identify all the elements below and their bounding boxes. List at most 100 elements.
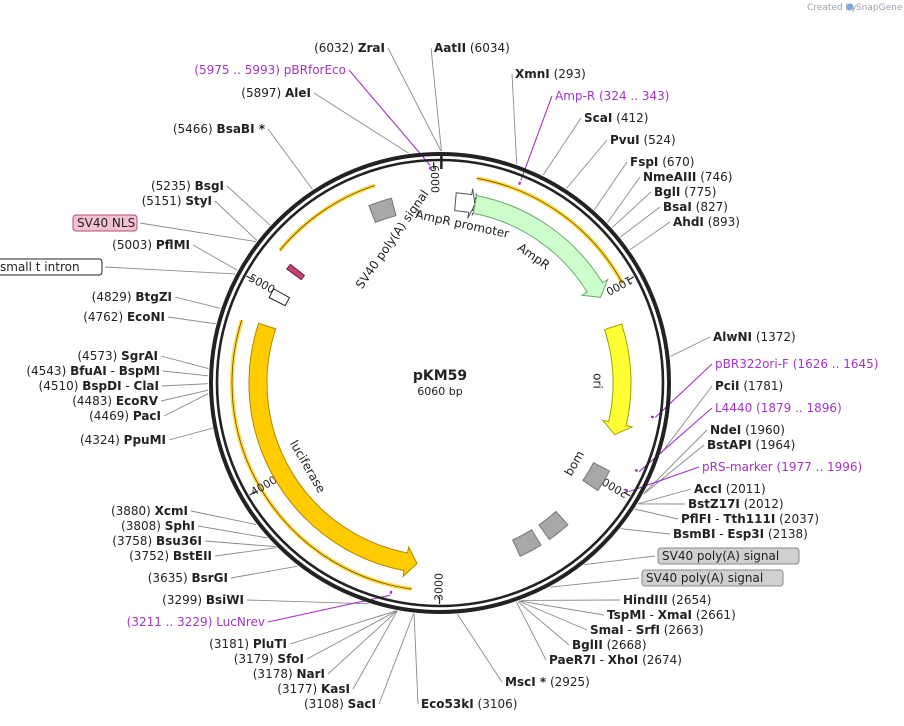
- site-bsmbi[interactable]: BsmBI - Esp3I (2138): [673, 527, 808, 541]
- site-tspmi[interactable]: TspMI - XmaI (2661): [607, 608, 736, 622]
- lucnrev-name: LucNrev: [216, 615, 265, 629]
- xcmi-name: XcmI: [155, 504, 188, 518]
- pbr322ori-label: pBR322ori-F (1626 .. 1645): [715, 357, 878, 371]
- feature-luciferase[interactable]: [248, 322, 418, 578]
- bsteii-name: BstEII: [173, 549, 212, 563]
- bsgi-position: (5235): [151, 179, 195, 193]
- site-styi[interactable]: (5151) StyI: [142, 194, 212, 208]
- pbrforeco-label: (5975 .. 5993) pBRforEco: [194, 63, 346, 77]
- site-zrai[interactable]: (6032) ZraI: [314, 41, 385, 55]
- leader-sphi: [197, 525, 268, 539]
- site-paci[interactable]: (4469) PacI: [89, 409, 161, 423]
- site-scai[interactable]: ScaI (412): [584, 111, 648, 125]
- site-sv40pa-2[interactable]: SV40 poly(A) signal: [641, 569, 784, 587]
- site-btgzi[interactable]: (4829) BtgZI: [92, 290, 172, 304]
- hindiii-label: HindIII (2654): [623, 593, 711, 607]
- site-pvui[interactable]: PvuI (524): [610, 133, 676, 147]
- leader-eco53ki: [413, 613, 419, 705]
- nmeaiii-label: NmeAIII (746): [643, 170, 732, 184]
- feature-sv40-polya-1[interactable]: [538, 510, 569, 541]
- site-kasi[interactable]: (3177) KasI: [277, 682, 350, 696]
- site-bsabi[interactable]: (5466) BsaBI *: [173, 122, 266, 136]
- site-sv40pa-1[interactable]: SV40 poly(A) signal: [657, 547, 800, 565]
- site-l4440[interactable]: L4440 (1879 .. 1896): [715, 401, 842, 415]
- site-ecorv[interactable]: (4483) EcoRV: [72, 394, 159, 408]
- site-xcmi[interactable]: (3880) XcmI: [111, 504, 188, 518]
- site-sfoi[interactable]: (3179) SfoI: [234, 652, 304, 666]
- site-bsiwi[interactable]: (3299) BsiWI: [162, 593, 244, 607]
- sphi-position: (3808): [121, 519, 165, 533]
- bstapi-position: (1964): [752, 438, 796, 452]
- site-pflmi[interactable]: (5003) PflMI: [112, 238, 190, 252]
- site-pcii[interactable]: PciI (1781): [715, 379, 783, 393]
- bglii-label: BglII (2668): [572, 638, 647, 652]
- site-econi[interactable]: (4762) EcoNI: [83, 310, 165, 324]
- backbone-inner-ring: [215, 158, 665, 608]
- site-aatii[interactable]: AatII (6034): [434, 41, 510, 55]
- site-alei[interactable]: (5897) AleI: [241, 86, 311, 100]
- feature-sv40-polya-3[interactable]: [368, 197, 397, 224]
- site-ppumi[interactable]: (4324) PpuMI: [80, 433, 166, 447]
- feature-bom[interactable]: [582, 462, 611, 492]
- econi-name: EcoNI: [127, 310, 165, 324]
- site-bfuai[interactable]: (4543) BfuAI - BspMI: [26, 364, 160, 378]
- site-alwni[interactable]: AlwNI (1372): [713, 330, 796, 344]
- site-paer7i[interactable]: PaeR7I - XhoI (2674): [549, 653, 682, 667]
- smai-name2: SrfI: [636, 623, 660, 637]
- ecorv-label: (4483) EcoRV: [72, 394, 159, 408]
- site-bstz17i[interactable]: BstZ17I (2012): [688, 497, 784, 511]
- site-sv40nls[interactable]: SV40 NLS: [72, 214, 138, 232]
- site-xmni[interactable]: XmnI (293): [515, 67, 586, 81]
- feature-sv40-polya-2[interactable]: [511, 529, 542, 558]
- feature-sv40-nls[interactable]: [286, 263, 306, 281]
- site-ampr-primer[interactable]: Amp-R (324 .. 343): [555, 89, 669, 103]
- site-bsu36i[interactable]: (3758) Bsu36I: [112, 534, 202, 548]
- site-pluti[interactable]: (3181) PluTI: [209, 637, 287, 651]
- plasmid-name: pKM59: [413, 368, 467, 384]
- site-bsrgi[interactable]: (3635) BsrGI: [148, 571, 228, 585]
- tick-label-6000: 6000: [428, 165, 442, 193]
- site-prsmarker[interactable]: pRS-marker (1977 .. 1996): [702, 460, 862, 474]
- sfoi-name: SfoI: [277, 652, 304, 666]
- site-bsgi[interactable]: (5235) BsgI: [151, 179, 224, 193]
- site-sphi[interactable]: (3808) SphI: [121, 519, 195, 533]
- feature-small-t-intron[interactable]: [268, 288, 291, 307]
- site-smallt[interactable]: small t intron: [0, 258, 103, 276]
- leader-bsteii: [214, 547, 277, 557]
- pbrforeco-name: pBRforEco: [284, 63, 346, 77]
- site-ahdi[interactable]: AhdI (893): [673, 215, 740, 229]
- site-hindiii[interactable]: HindIII (2654): [623, 593, 711, 607]
- site-lucnrev[interactable]: (3211 .. 3229) LucNrev: [127, 615, 265, 629]
- sfoi-position: (3179): [234, 652, 278, 666]
- site-pflfi[interactable]: PflFI - Tth111I (2037): [681, 512, 819, 526]
- site-bstapi[interactable]: BstAPI (1964): [707, 438, 795, 452]
- feature-ampr[interactable]: [472, 194, 609, 298]
- site-bgli[interactable]: BglI (775): [654, 185, 716, 199]
- site-smai[interactable]: SmaI - SrfI (2663): [590, 623, 704, 637]
- bfuai-label: (4543) BfuAI - BspMI: [26, 364, 160, 378]
- site-msci[interactable]: MscI * (2925): [505, 675, 590, 689]
- site-pbr322ori[interactable]: pBR322ori-F (1626 .. 1645): [715, 357, 878, 371]
- feature-ampr-promoter[interactable]: [454, 188, 476, 219]
- site-sgrai[interactable]: (4573) SgrAI: [77, 349, 158, 363]
- xmni-name: XmnI: [515, 67, 550, 81]
- site-nmeaiii[interactable]: NmeAIII (746): [643, 170, 732, 184]
- site-fspi[interactable]: FspI (670): [630, 155, 695, 169]
- eco53ki-label: Eco53kI (3106): [421, 697, 517, 711]
- site-bsai[interactable]: BsaI (827): [663, 200, 728, 214]
- site-eco53ki[interactable]: Eco53kI (3106): [421, 697, 517, 711]
- sphi-label: (3808) SphI: [121, 519, 195, 533]
- site-bspdi[interactable]: (4510) BspDI - ClaI: [39, 379, 159, 393]
- site-bsteii[interactable]: (3752) BstEII: [129, 549, 212, 563]
- primer-mark-5: [389, 590, 393, 595]
- site-nari[interactable]: (3178) NarI: [253, 667, 325, 681]
- feature-ori[interactable]: [601, 323, 634, 436]
- ppumi-label: (4324) PpuMI: [80, 433, 166, 447]
- site-ndei[interactable]: NdeI (1960): [710, 423, 785, 437]
- site-acci[interactable]: AccI (2011): [694, 482, 766, 496]
- site-saci[interactable]: (3108) SacI: [304, 697, 376, 711]
- bsu36i-name: Bsu36I: [156, 534, 202, 548]
- site-pbrforeco[interactable]: (5975 .. 5993) pBRforEco: [194, 63, 346, 77]
- pcii-position: (1781): [740, 379, 784, 393]
- site-bglii[interactable]: BglII (2668): [572, 638, 647, 652]
